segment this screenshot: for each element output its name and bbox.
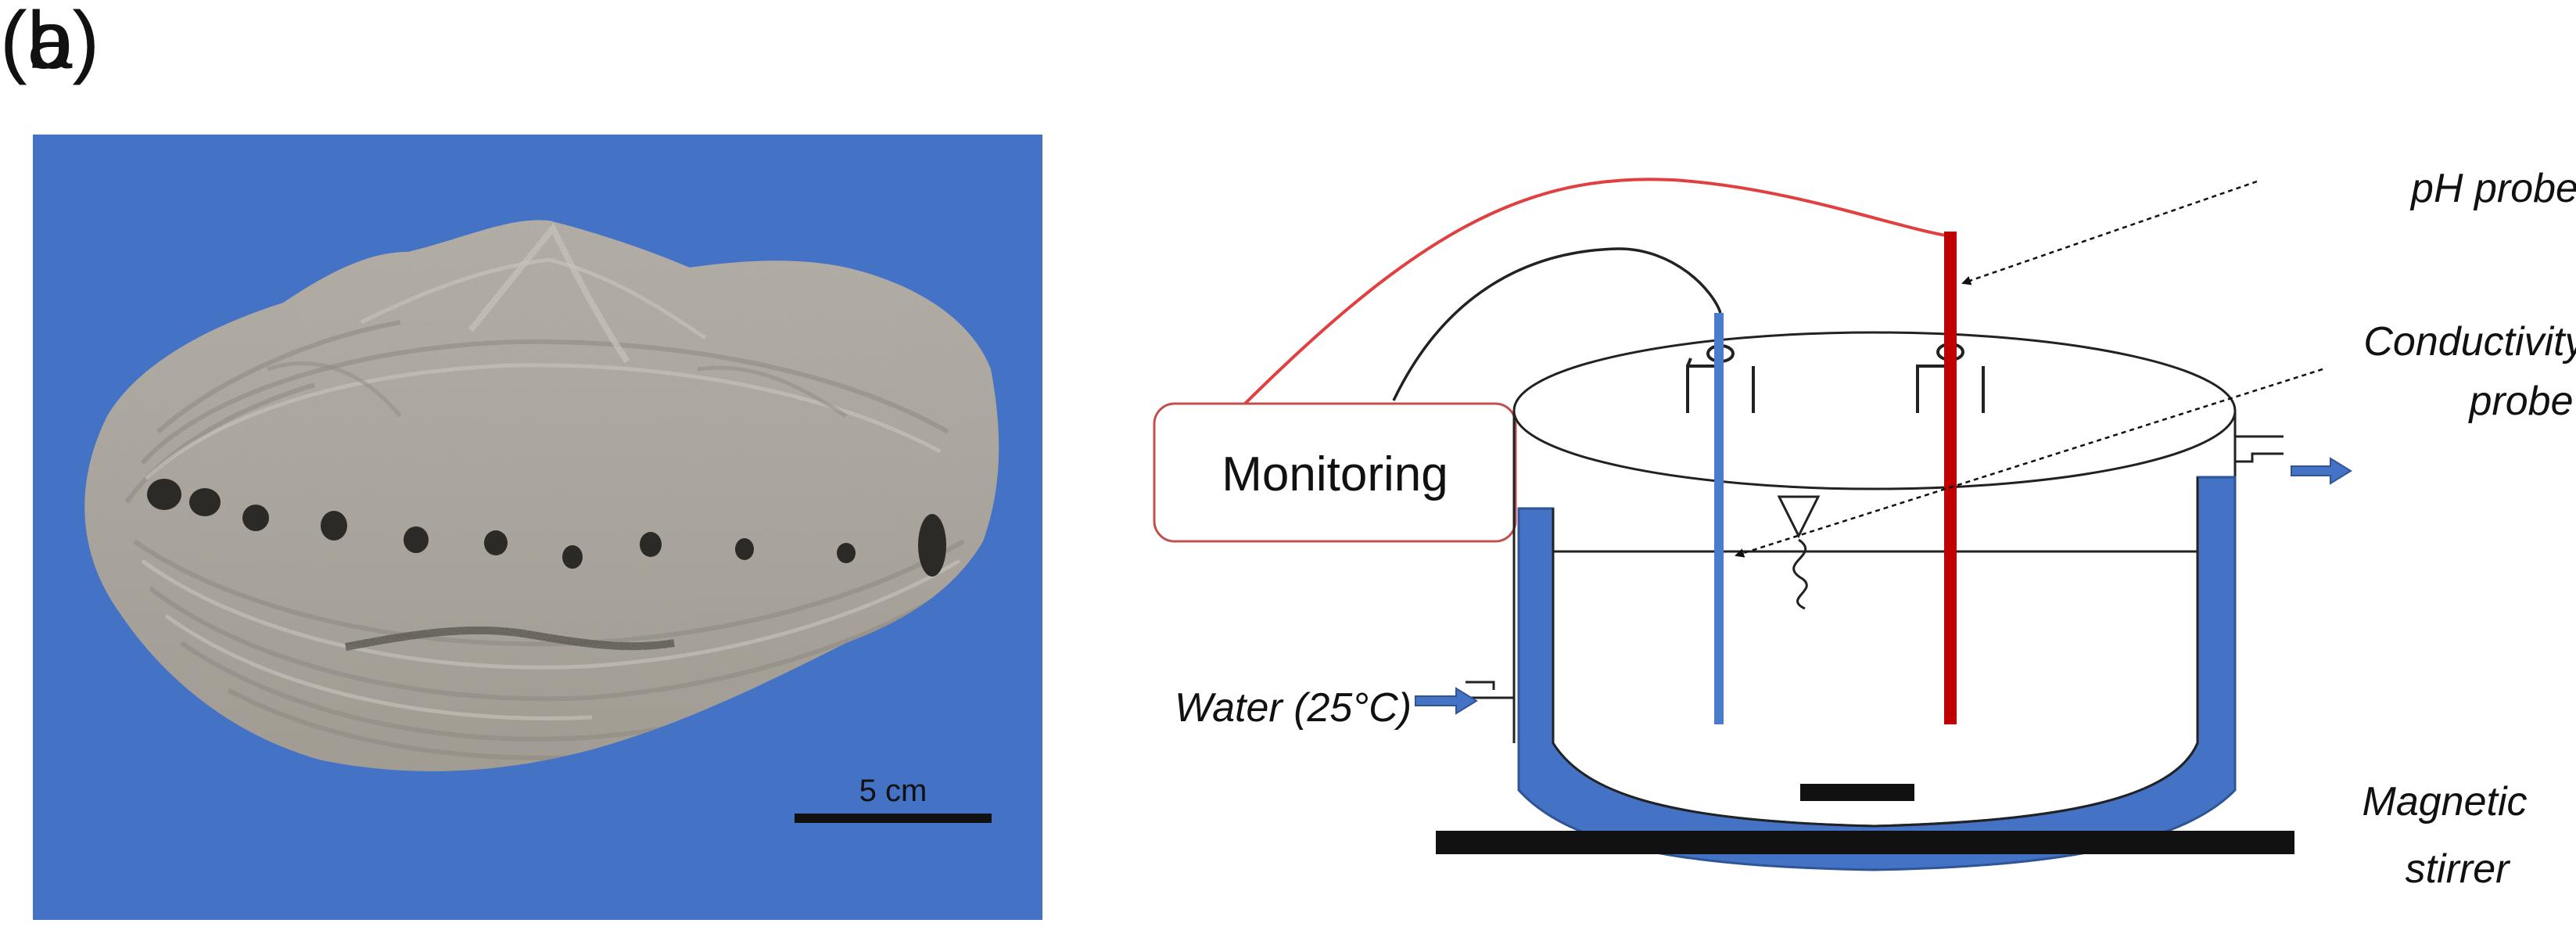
scale-bar: 5 cm	[795, 774, 992, 823]
water-inlet-arrow	[1415, 687, 1478, 715]
scale-bar-label: 5 cm	[859, 774, 927, 808]
ph-probe	[1944, 232, 1957, 724]
panel-label-b: (b)	[0, 0, 100, 86]
vessel-rim	[1512, 331, 2237, 490]
ph-cable	[1243, 178, 1951, 405]
magnetic-stirrer	[1436, 831, 2294, 854]
monitoring-label: Monitoring	[1222, 447, 1448, 501]
ph-probe-leader	[1961, 180, 2258, 286]
water-outlet-arrow	[2291, 457, 2352, 485]
stirrer-label-line1: Magnetic	[2363, 779, 2528, 824]
water-jacket	[1517, 476, 2237, 871]
setup-diagram: Monitoring	[1153, 166, 2576, 892]
stir-bar	[1800, 784, 1914, 801]
water-level-symbol	[1777, 495, 1821, 610]
stirrer-label-line2: stirrer	[2406, 846, 2512, 892]
reactor-vessel	[1466, 331, 2284, 871]
conductivity-probe	[1714, 313, 1724, 724]
monitoring-box: Monitoring	[1153, 402, 1517, 543]
conductivity-probe-label-line1: Conductivity	[2363, 319, 2576, 365]
conductivity-cable	[1392, 247, 1722, 401]
panel-label-a: (a)	[0, 0, 100, 86]
probe-holders	[1686, 343, 1985, 413]
sample-photo: 5 cm	[33, 135, 1042, 920]
conductivity-probe-label-line2: probe	[2468, 379, 2574, 424]
ph-probe-label: pH probe	[2409, 166, 2576, 211]
water-label: Water (25°C)	[1175, 685, 1412, 731]
sample-holes	[147, 479, 946, 577]
